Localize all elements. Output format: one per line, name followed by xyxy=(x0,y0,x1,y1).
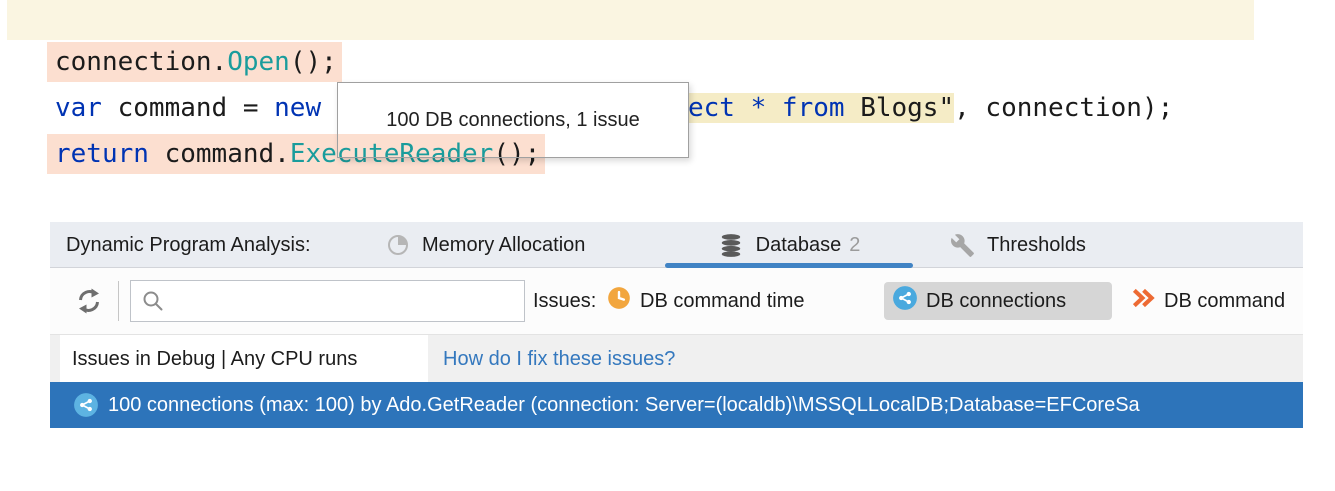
issue-highlight-line1 xyxy=(47,42,342,82)
filter-label: DB connections xyxy=(926,289,1067,312)
issue-highlight-line3 xyxy=(47,134,545,174)
clock-icon xyxy=(606,285,632,317)
tab-label: Memory Allocation xyxy=(422,233,586,256)
current-line-highlight xyxy=(7,0,1254,40)
dpa-tab-bar: Dynamic Program Analysis: Memory Allocat… xyxy=(50,222,1303,268)
code-token: " xyxy=(938,93,955,123)
toolbar-separator xyxy=(118,281,119,321)
selected-tab-underline xyxy=(665,263,913,268)
tab-database[interactable]: Database 2 xyxy=(665,222,913,268)
code-token: connection. xyxy=(55,47,228,77)
tab-thresholds[interactable]: Thresholds xyxy=(950,222,1086,268)
code-token: Blogs xyxy=(860,93,939,123)
dpa-subtab-bar: Issues in Debug | Any CPU runs How do I … xyxy=(50,334,1303,383)
code-token: Open xyxy=(227,47,290,77)
filter-db-connections[interactable]: DB connections xyxy=(884,282,1112,320)
code-token: (); xyxy=(289,47,337,77)
filter-label: DB command time xyxy=(640,289,805,312)
issues-label: Issues: xyxy=(533,290,597,312)
filter-label: DB command xyxy=(1164,289,1286,312)
help-link[interactable]: How do I fix these issues? xyxy=(443,348,676,370)
pie-chart-icon xyxy=(386,233,410,257)
issue-row-text: 100 connections (max: 100) by Ado.GetRea… xyxy=(108,394,1140,416)
code-token: var xyxy=(55,93,102,123)
refresh-icon xyxy=(74,288,104,321)
tab-count-badge: 2 xyxy=(849,233,861,256)
code-line-2-left[interactable]: var command = new xyxy=(55,88,321,128)
code-token: , connection); xyxy=(954,93,1174,123)
code-line-3[interactable]: return command.ExecuteReader(); xyxy=(55,134,540,174)
search-icon xyxy=(143,291,163,311)
wrench-icon xyxy=(950,233,975,258)
dpa-inline-tooltip: 100 DB connections, 1 issue xyxy=(337,82,689,158)
code-line-2-right[interactable]: ect * from Blogs", connection); xyxy=(688,88,1173,128)
code-token: ect * from xyxy=(688,93,861,123)
tab-memory-allocation[interactable]: Memory Allocation xyxy=(386,222,585,268)
code-editor[interactable]: connection.Open(); var command = new ect… xyxy=(0,0,1335,210)
dpa-toolbar: Issues: DB command time DB connections D… xyxy=(50,268,1303,334)
dpa-panel: Dynamic Program Analysis: Memory Allocat… xyxy=(50,222,1303,428)
code-token: return xyxy=(55,139,149,169)
db-connections-icon xyxy=(892,285,918,317)
search-input[interactable] xyxy=(173,281,524,321)
tab-label: Thresholds xyxy=(987,233,1086,256)
code-token: (); xyxy=(493,139,541,169)
issue-row-selected[interactable]: 100 connections (max: 100) by Ado.GetRea… xyxy=(50,382,1303,428)
runs-tab[interactable]: Issues in Debug | Any CPU runs xyxy=(60,335,428,383)
filter-db-command[interactable]: DB command xyxy=(1130,282,1285,320)
filter-db-command-time[interactable]: DB command time xyxy=(606,282,805,320)
code-token: ExecuteReader xyxy=(289,139,494,169)
code-token: new xyxy=(274,93,322,123)
code-token: command = xyxy=(101,93,275,123)
panel-title: Dynamic Program Analysis: xyxy=(66,234,311,256)
double-chevron-icon xyxy=(1130,285,1156,317)
tab-label: Database xyxy=(755,233,842,256)
refresh-button[interactable] xyxy=(74,286,104,316)
db-connections-icon xyxy=(73,392,99,424)
search-box[interactable] xyxy=(130,280,525,322)
code-line-1[interactable]: connection.Open(); xyxy=(55,42,337,82)
code-token: command. xyxy=(148,139,290,169)
tooltip-text: 100 DB connections, 1 issue xyxy=(386,108,640,131)
database-icon xyxy=(718,232,744,258)
